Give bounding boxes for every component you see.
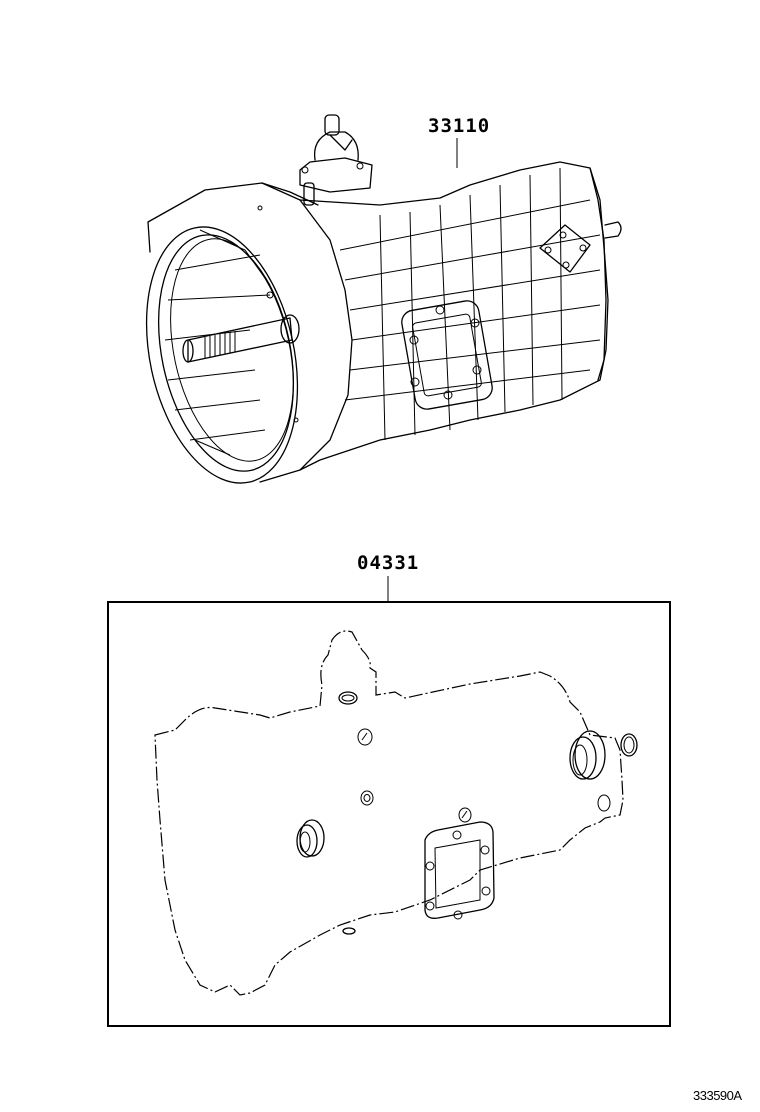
part-number-04331-label[interactable]: 04331 [357, 552, 420, 574]
gasket-kit-group-box [107, 601, 671, 1027]
gasket-kit-drawing[interactable] [154, 630, 638, 996]
figure-id: 333590A [693, 1088, 742, 1103]
part-number-33110-label[interactable]: 33110 [428, 115, 491, 137]
transmission-assembly-drawing[interactable] [125, 114, 622, 497]
